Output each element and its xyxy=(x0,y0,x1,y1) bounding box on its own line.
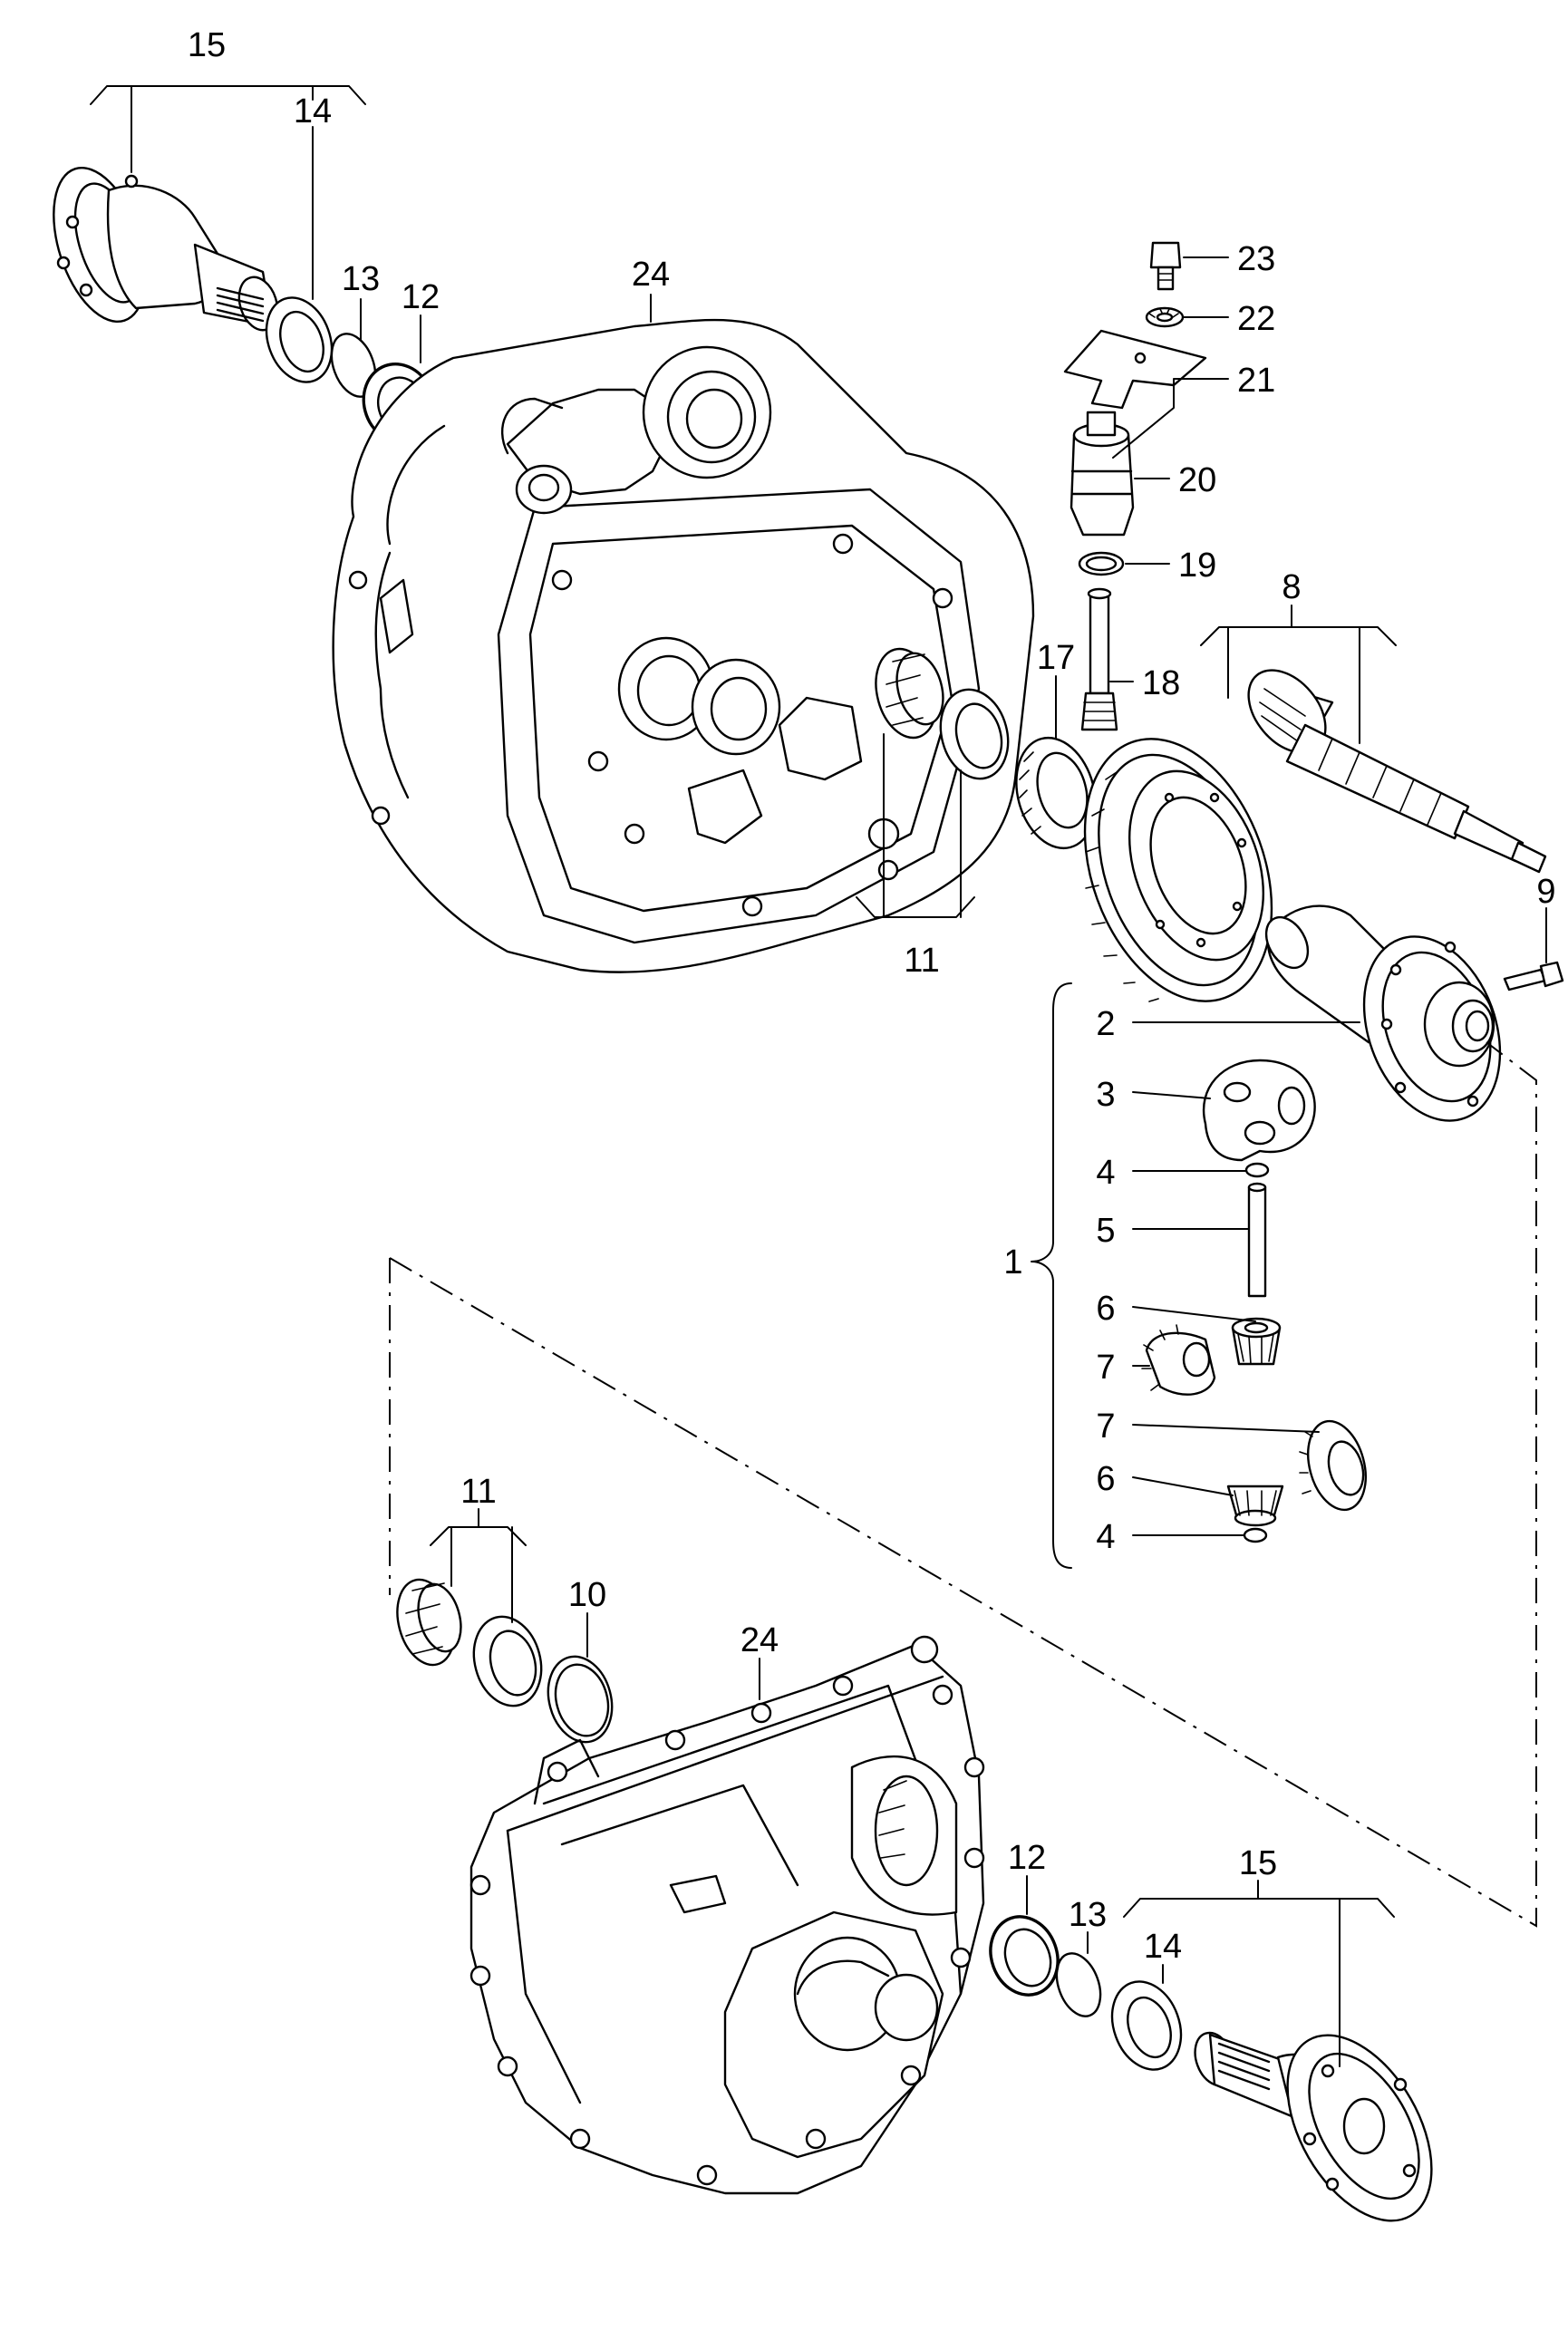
callout-labels: 15 14 13 12 24 23 22 21 20 19 18 17 8 11… xyxy=(188,26,1556,1966)
planet-gear-upper xyxy=(1231,1317,1282,1366)
callout-13-upper: 13 xyxy=(342,260,380,298)
callout-12-upper: 12 xyxy=(402,278,440,316)
callout-3: 3 xyxy=(1096,1076,1115,1114)
callout-12-lower: 12 xyxy=(1008,1839,1046,1877)
o-ring xyxy=(1078,551,1125,576)
transmission-housing-lower xyxy=(469,1635,985,2195)
leader-lines xyxy=(90,85,1547,2067)
differential-pin xyxy=(1247,1182,1267,1298)
thrust-washer-upper xyxy=(265,296,334,383)
callout-23: 23 xyxy=(1237,240,1275,278)
sun-gear-left xyxy=(1141,1324,1216,1396)
circlip-shaft-lower xyxy=(1243,1527,1268,1543)
callout-24-upper: 24 xyxy=(632,256,670,294)
circlip-shaft-upper xyxy=(1244,1162,1270,1178)
differential-housing xyxy=(1264,904,1502,1122)
planet-gear-lower xyxy=(1226,1485,1284,1527)
callout-17: 17 xyxy=(1037,639,1075,677)
hex-bolt-small xyxy=(1149,241,1182,291)
callout-2: 2 xyxy=(1096,1005,1115,1043)
callout-15-lower: 15 xyxy=(1239,1844,1277,1882)
speedometer-sender xyxy=(1070,411,1135,537)
drive-flange-lower xyxy=(1194,2031,1433,2222)
callout-21: 21 xyxy=(1237,362,1275,400)
differential-bolt xyxy=(1503,961,1564,991)
callout-8: 8 xyxy=(1282,568,1301,606)
speedometer-driven-shaft xyxy=(1080,587,1118,731)
transmission-housing-upper xyxy=(332,318,1035,973)
callout-24-lower: 24 xyxy=(740,1621,779,1659)
callout-22: 22 xyxy=(1237,300,1275,338)
callout-10: 10 xyxy=(568,1576,606,1614)
callout-4-upper: 4 xyxy=(1096,1154,1115,1192)
callout-7-left: 7 xyxy=(1096,1349,1115,1387)
oil-seal-lower xyxy=(989,1915,1060,1997)
thrust-washer-spherical xyxy=(1202,1059,1316,1162)
taper-bearing-lower xyxy=(396,1578,462,1667)
callout-6-upper: 6 xyxy=(1096,1290,1115,1328)
bearing-cup-lower xyxy=(472,1615,543,1707)
callout-1: 1 xyxy=(1003,1243,1022,1282)
callout-11-upper: 11 xyxy=(904,942,939,980)
callout-18: 18 xyxy=(1142,664,1180,702)
shim xyxy=(547,1655,614,1744)
callout-9: 9 xyxy=(1536,873,1555,911)
speedometer-drive-gear xyxy=(1015,736,1097,850)
callout-4-lower: 4 xyxy=(1096,1518,1115,1556)
drive-flange-upper xyxy=(53,166,279,332)
output-shaft xyxy=(1247,669,1547,874)
callout-5: 5 xyxy=(1096,1212,1115,1250)
callout-20: 20 xyxy=(1178,461,1216,499)
assembly-centerline xyxy=(389,1041,1537,1928)
callout-14-upper: 14 xyxy=(294,92,332,131)
lock-washer xyxy=(1145,306,1185,328)
final-drive-gear xyxy=(1083,738,1273,1002)
circlip-lower xyxy=(1055,1952,1102,2017)
sun-gear-right xyxy=(1299,1419,1367,1512)
callout-6-lower: 6 xyxy=(1096,1460,1115,1498)
callout-11-lower: 11 xyxy=(460,1473,496,1511)
retaining-plate xyxy=(1063,329,1207,410)
thrust-washer-lower xyxy=(1110,1980,1183,2071)
callout-19: 19 xyxy=(1178,546,1216,585)
callout-13-lower: 13 xyxy=(1069,1896,1107,1934)
callout-14-lower: 14 xyxy=(1144,1928,1182,1966)
taper-bearing-upper xyxy=(875,647,944,740)
callout-7-right: 7 xyxy=(1096,1407,1115,1446)
bearing-cup-upper xyxy=(939,688,1010,780)
callout-15-upper: 15 xyxy=(188,26,226,64)
